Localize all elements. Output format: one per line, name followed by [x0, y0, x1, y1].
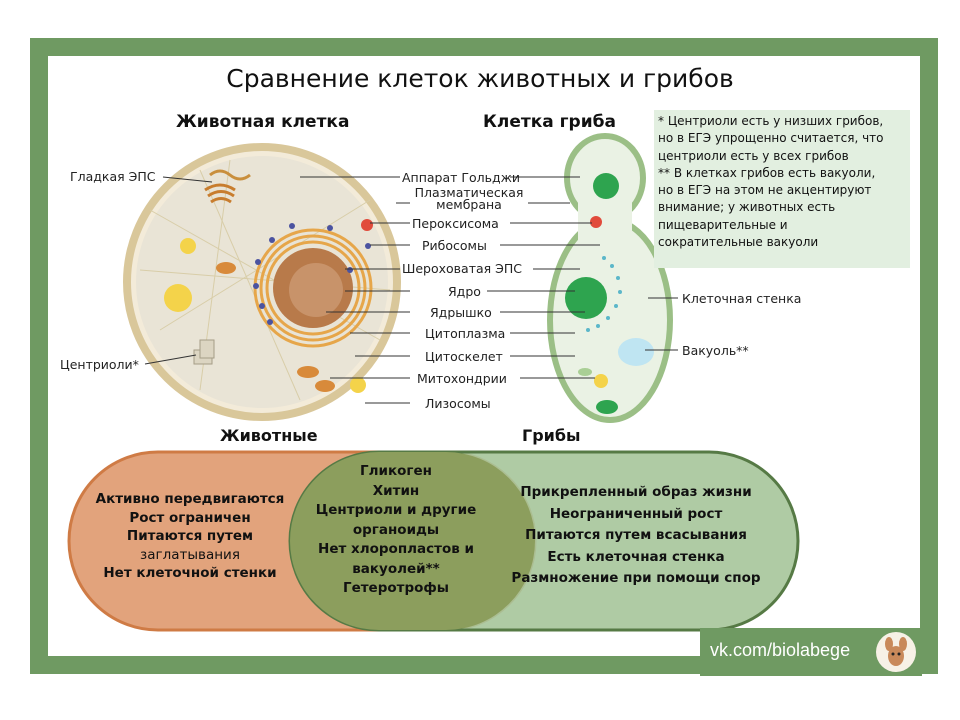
label-rough-er: Шероховатая ЭПС [402, 261, 523, 276]
label-cytoplasm: Цитоплазма [425, 326, 506, 341]
common-item: вакуолей** [352, 560, 440, 577]
animals-item: Питаются путем [126, 528, 254, 544]
rough-er-shape [253, 228, 373, 348]
fungi-item: Питаются путем всасывания [525, 527, 747, 543]
label-golgi: Аппарат Гольджи [402, 170, 521, 185]
animal-cell [123, 143, 401, 421]
venn-diagram [67, 450, 800, 632]
animals-item: Активно передвигаются [95, 491, 285, 507]
venn-animals-list: Активно передвигаются Рост ограничен Пит… [74, 490, 306, 583]
label-ribosomes: Рибосомы [422, 238, 487, 253]
note-line-4: ** В клетках грибов есть вакуоли, [658, 165, 876, 180]
leader-lines [144, 176, 678, 404]
animals-item: Рост ограничен [129, 509, 251, 526]
page-title: Сравнение клеток животных и грибов [226, 64, 734, 93]
animal-cell-heading: Животная клетка [176, 112, 350, 132]
note-line-2: но в ЕГЭ упрощенно считается, что [658, 131, 884, 146]
fungi-item: Есть клеточная стенка [547, 548, 725, 565]
common-item: Хитин [372, 482, 420, 499]
label-mitochondria: Митохондрии [417, 371, 507, 386]
fungi-item: Неограниченный рост [549, 505, 723, 522]
venn-overlap-region [290, 452, 535, 630]
label-nucleus: Ядро [448, 284, 481, 299]
note-line-5: но в ЕГЭ на этом не акцентируют [658, 183, 872, 198]
label-cytoskeleton: Цитоскелет [425, 349, 503, 364]
deer-logo-icon [876, 632, 916, 672]
animals-item: Нет клеточной стенки [103, 565, 277, 581]
label-smooth-er: Гладкая ЭПС [70, 169, 156, 184]
label-lysosomes: Лизосомы [425, 396, 491, 411]
common-item: органоиды [352, 521, 440, 538]
footnote-box: * Центриоли есть у низших грибов, но в Е… [654, 110, 910, 268]
note-line-3: центриоли есть у всех грибов [658, 148, 849, 163]
animals-item: заглатывания [140, 546, 240, 563]
note-line-1: * Центриоли есть у низших грибов, [658, 114, 884, 128]
venn-fungi-list: Прикрепленный образ жизни Неограниченный… [500, 482, 772, 590]
label-plasma-membrane: Плазматическая мембрана [414, 185, 524, 212]
fungus-cell [547, 133, 673, 423]
common-item: Центриоли и другие [315, 502, 477, 518]
fungus-cell-heading: Клетка гриба [483, 112, 616, 132]
label-nucleolus: Ядрышко [430, 305, 492, 320]
common-item: Нет хлоропластов и [318, 541, 474, 557]
fungi-item: Прикрепленный образ жизни [520, 484, 752, 500]
label-cell-wall: Клеточная стенка [682, 291, 802, 306]
note-line-7: пищеварительные и [658, 217, 788, 232]
venn-common-list: Гликоген Хитин Центриоли и другие органо… [298, 462, 494, 599]
vacuole-shape [618, 338, 654, 366]
common-item: Гликоген [360, 463, 432, 479]
venn-animals-heading: Животные [220, 426, 318, 445]
fungi-item: Размножение при помощи спор [511, 570, 761, 586]
note-line-8: сократительные вакуоли [658, 235, 819, 250]
note-line-6: внимание; у животных есть [658, 200, 836, 215]
fungus-nucleus [565, 277, 607, 319]
golgi-shape [204, 183, 236, 204]
label-centrioles: Центриоли* [60, 357, 139, 372]
label-vacuole: Вакуоль** [682, 343, 749, 358]
watermark-text: vk.com/biolabege [710, 640, 851, 660]
common-item: Гетеротрофы [342, 580, 450, 596]
watermark-badge: vk.com/biolabege [700, 628, 922, 676]
fungus-nucleus-top [593, 173, 619, 199]
label-peroxisome: Пероксисома [412, 216, 499, 231]
venn-fungi-heading: Грибы [522, 426, 581, 445]
